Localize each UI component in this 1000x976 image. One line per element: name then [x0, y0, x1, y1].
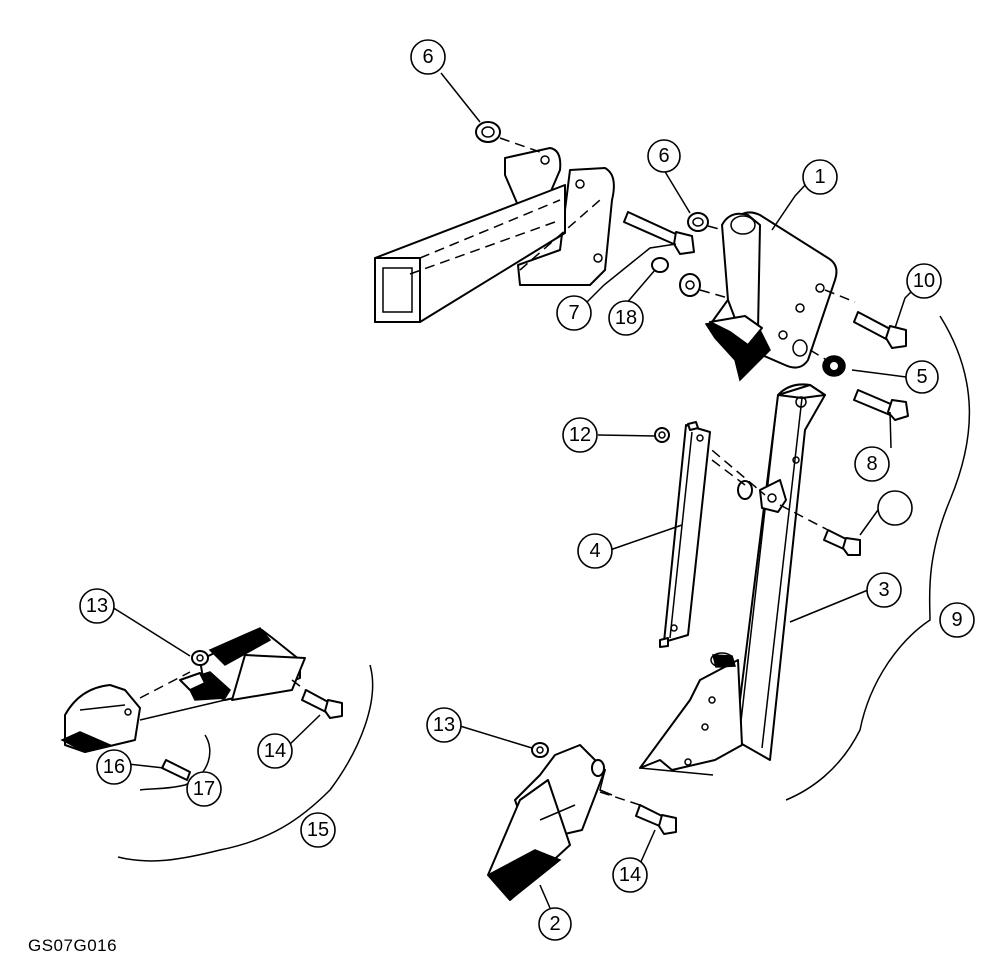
svg-text:7: 7 [568, 302, 579, 324]
callout-15: 15 [300, 812, 336, 848]
assembly-17-boundary [139, 734, 211, 791]
svg-text:12: 12 [569, 424, 591, 446]
bolt-8 [853, 389, 909, 421]
svg-text:8: 8 [866, 453, 877, 475]
svg-text:4: 4 [589, 540, 600, 562]
callout-11: 11 [877, 490, 913, 526]
callout-14-left: 14 [257, 733, 293, 769]
svg-text:5: 5 [916, 366, 927, 388]
callout-5: 5 [905, 360, 939, 394]
callout-3: 3 [866, 572, 902, 608]
callout-2: 2 [538, 907, 572, 941]
svg-text:18: 18 [615, 307, 637, 329]
callout-13-left: 13 [79, 588, 115, 624]
point [486, 744, 613, 902]
callout-9: 9 [939, 602, 975, 638]
svg-text:14: 14 [619, 864, 641, 886]
callout-7: 7 [556, 295, 592, 331]
svg-text:1: 1 [814, 166, 825, 188]
bolt-7 [623, 211, 695, 255]
svg-text:13: 13 [86, 595, 108, 617]
callout-8: 8 [854, 446, 890, 482]
shank [639, 383, 826, 776]
callout-13-right: 13 [426, 707, 462, 743]
callout-6-pivot: 6 [647, 139, 681, 173]
assembly-9-boundary [785, 315, 971, 801]
svg-text:3: 3 [878, 579, 889, 601]
bolt-14-left [291, 679, 343, 719]
assembly-15-boundary [117, 664, 374, 862]
shank-clip [699, 439, 787, 513]
nut-6-upper [475, 121, 541, 153]
svg-text:6: 6 [422, 46, 433, 68]
svg-text:9: 9 [951, 609, 962, 631]
nut-18 [651, 257, 736, 301]
callout-1: 1 [802, 159, 838, 195]
svg-text:13: 13 [433, 714, 455, 736]
svg-text:16: 16 [103, 756, 125, 778]
callout-14-right: 14 [612, 857, 648, 893]
callout-18: 18 [608, 300, 644, 336]
alternate-point [60, 627, 306, 753]
leader-lines [111, 72, 912, 909]
nut-13-left [191, 650, 209, 666]
bolt-11 [779, 504, 861, 556]
svg-text:2: 2 [549, 913, 560, 935]
pivot-bracket [704, 211, 856, 382]
nut-12 [654, 427, 670, 443]
bolt-10 [853, 311, 907, 349]
callout-12: 12 [562, 417, 598, 453]
drawing-number: GS07G016 [28, 936, 118, 955]
callout-6-top: 6 [410, 39, 446, 75]
svg-text:6: 6 [658, 145, 669, 167]
callout-4: 4 [577, 533, 613, 569]
callout-16: 16 [96, 749, 132, 785]
svg-text:10: 10 [913, 270, 935, 292]
spring-bar [659, 421, 711, 648]
svg-text:14: 14 [264, 740, 286, 762]
frame-tube [374, 147, 615, 323]
nut-13-right [531, 742, 549, 758]
bolt-14-right [599, 791, 677, 835]
callout-17: 17 [186, 771, 222, 807]
callout-10: 10 [906, 263, 942, 299]
svg-text:15: 15 [307, 819, 329, 841]
bushing-5 [822, 355, 846, 377]
pin-16 [161, 759, 191, 781]
svg-text:17: 17 [193, 778, 215, 800]
